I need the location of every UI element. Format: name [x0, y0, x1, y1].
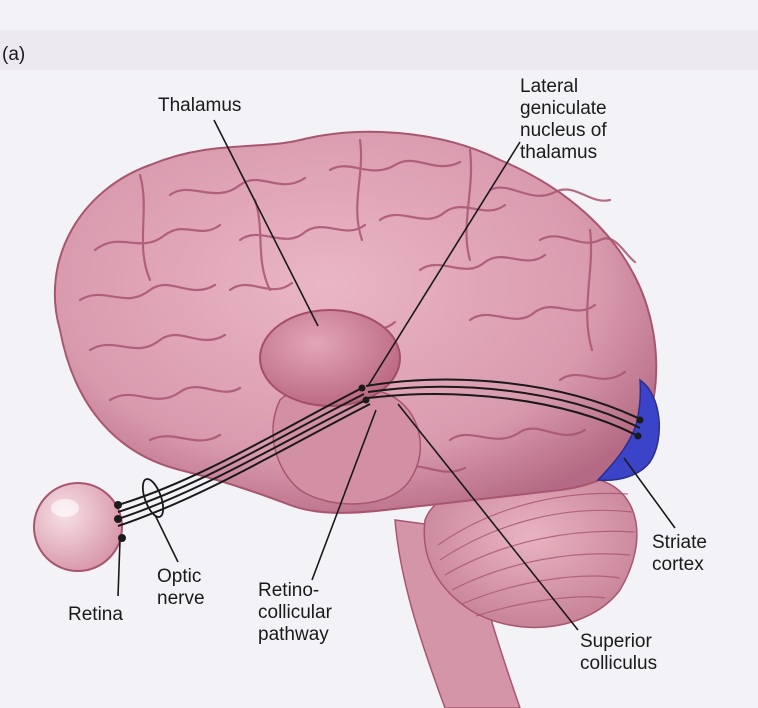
label-lateral-geniculate-nucleus: Lateral geniculate nucleus of thalamus	[520, 76, 607, 163]
pathway-nodes	[114, 384, 644, 542]
label-thalamus: Thalamus	[158, 95, 242, 116]
optic-nerve-ring	[141, 478, 165, 518]
label-striate-cortex: Striate cortex	[652, 532, 707, 575]
label-retinocollicular-pathway: Retino- collicular pathway	[258, 580, 332, 645]
cerebellum-folia	[437, 492, 636, 617]
background-band	[0, 30, 758, 70]
striate-cortex-region	[596, 378, 661, 482]
eye	[33, 482, 123, 572]
label-retina: Retina	[68, 604, 123, 625]
cerebral-sulci	[78, 138, 637, 473]
leader-lines	[117, 119, 676, 631]
panel-label: (a)	[2, 44, 26, 65]
eye-highlight	[51, 499, 79, 517]
label-optic-nerve: Optic nerve	[157, 566, 205, 609]
thalamus-structure	[259, 309, 401, 407]
label-superior-colliculus: Superior colliculus	[580, 631, 658, 674]
